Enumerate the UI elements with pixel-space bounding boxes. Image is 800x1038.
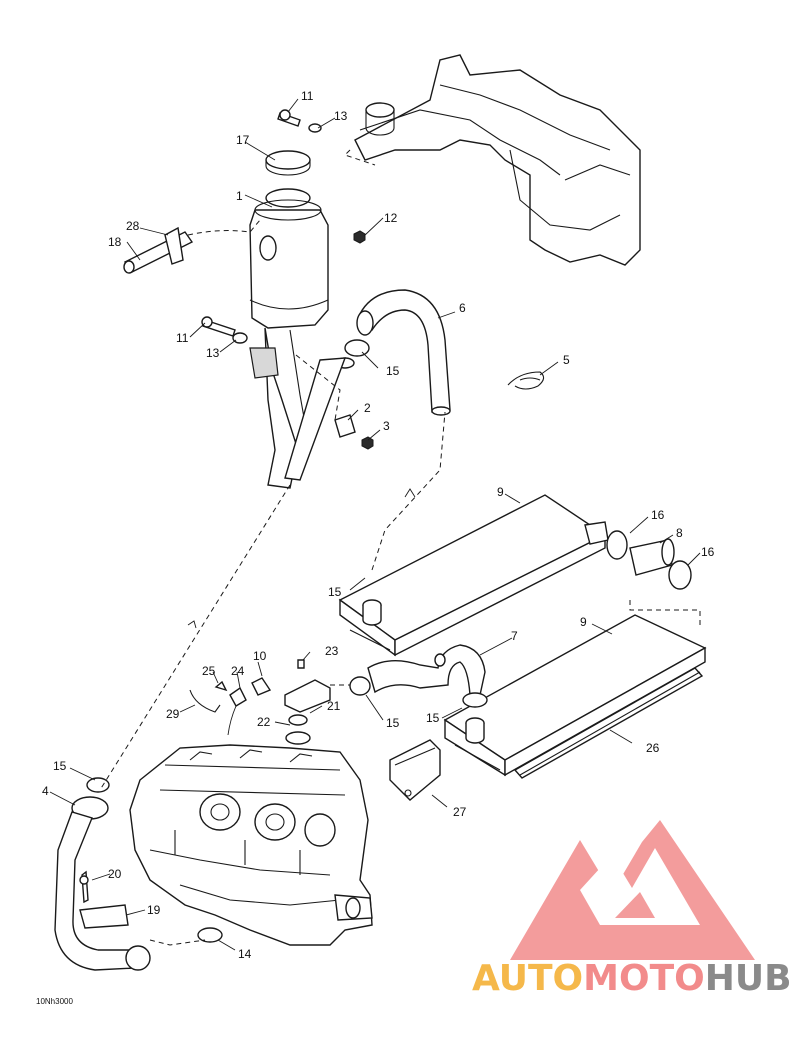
watermark-logo — [510, 820, 755, 960]
callout-label: 14 — [238, 947, 252, 961]
watermark-part1: AUTO — [472, 958, 583, 999]
callout-label: 22 — [257, 715, 271, 729]
callout-label: 7 — [511, 629, 518, 643]
thermostat-parts — [189, 659, 331, 745]
callout-label: 25 — [202, 664, 216, 678]
flow-lines — [99, 354, 446, 946]
callout-label: 16 — [651, 508, 665, 522]
callout-label: 21 — [327, 699, 341, 713]
hose-6 — [284, 289, 451, 481]
callout-label: 4 — [42, 784, 49, 798]
callout-label: 2 — [364, 401, 371, 415]
callout-label: 9 — [580, 615, 587, 629]
chassis-frame — [344, 54, 641, 266]
bracket-27 — [389, 739, 441, 801]
hose-7 — [349, 644, 488, 708]
callout-label: 15 — [386, 364, 400, 378]
leader-lines — [49, 98, 701, 951]
callout-label: 23 — [325, 644, 339, 658]
hardware-bolts — [201, 109, 374, 450]
watermark-text: AUTOMOTOHUB — [472, 958, 792, 999]
callout-label: 9 — [497, 485, 504, 499]
callout-label: 20 — [108, 867, 122, 881]
callout-label: 8 — [676, 526, 683, 540]
spring-clip — [507, 371, 545, 390]
callout-label: 3 — [383, 419, 390, 433]
callout-label: 1 — [236, 189, 243, 203]
callout-label: 19 — [147, 903, 161, 917]
callout-label: 11 — [301, 89, 314, 103]
callout-label: 13 — [206, 346, 220, 360]
callout-label: 15 — [426, 711, 440, 725]
callout-label: 15 — [328, 585, 342, 599]
watermark-part3: HUB — [705, 958, 792, 999]
diagram-code: 10Nh3000 — [36, 997, 73, 1006]
overflow-tube — [123, 219, 261, 274]
callout-label: 6 — [459, 301, 466, 315]
hose-4 — [54, 777, 223, 971]
callout-label: 16 — [701, 545, 715, 559]
engine-block — [129, 744, 373, 946]
callout-label: 15 — [386, 716, 400, 730]
callout-label: 24 — [231, 664, 245, 678]
callout-label: 11 — [176, 331, 189, 345]
callout-label: 26 — [646, 741, 660, 755]
watermark-part2: MOTO — [583, 958, 705, 999]
callout-label: 28 — [126, 219, 140, 233]
callout-labels: 1 2 3 4 5 6 7 8 9 9 10 11 11 12 13 13 14… — [42, 89, 715, 961]
radiator-lower — [443, 600, 707, 777]
callout-label: 13 — [334, 109, 348, 123]
callout-label: 5 — [563, 353, 570, 367]
connector-tube — [606, 530, 692, 590]
radiator-upper — [338, 494, 609, 657]
callout-label: 18 — [108, 235, 122, 249]
callout-label: 17 — [236, 133, 250, 147]
callout-label: 10 — [253, 649, 267, 663]
support-rail — [513, 667, 704, 779]
callout-label: 12 — [384, 211, 398, 225]
callout-label: 15 — [53, 759, 67, 773]
callout-label: 27 — [453, 805, 467, 819]
callout-label: 29 — [166, 707, 180, 721]
